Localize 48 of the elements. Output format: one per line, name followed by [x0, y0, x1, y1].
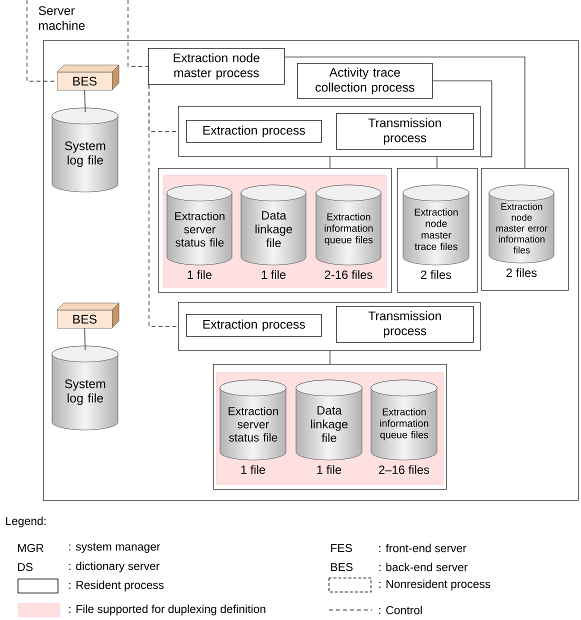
- server-block: BES: [56, 302, 120, 328]
- legend-text: : Nonresident process: [379, 580, 490, 590]
- file-cylinder: Extraction information queue files: [370, 380, 438, 460]
- control-line: [148, 84, 178, 327]
- process-box: Transmission process: [336, 113, 474, 150]
- file-cylinder: Extraction server status file: [220, 380, 286, 460]
- file-cylinder: Extraction information queue files: [316, 184, 382, 266]
- file-count: 2-16 files: [324, 270, 372, 279]
- abbreviation: MGR: [18, 544, 44, 552]
- abbreviation: FES: [331, 544, 352, 552]
- legend-text: : dictionary server: [69, 562, 160, 572]
- legend-heading: Legend:: [6, 516, 46, 528]
- legend-text: : File supported for duplexing definition: [69, 604, 266, 616]
- control-line: [26, 0, 58, 82]
- legend-text: : Control: [379, 606, 422, 614]
- legend-text: : back-end server: [379, 562, 468, 572]
- file-cylinder: System log file: [52, 346, 118, 430]
- file-cylinder: Extraction server status file: [166, 184, 232, 266]
- abbreviation: DS: [18, 562, 33, 572]
- process-box: Extraction process: [186, 314, 322, 337]
- abbreviation: BES: [331, 562, 353, 572]
- file-cylinder: Extraction node master error information files: [488, 184, 554, 264]
- frame-heading: Server machine: [38, 6, 85, 30]
- process-box: Extraction node master process: [148, 48, 285, 85]
- connector-line: [284, 56, 526, 168]
- file-count: 2 files: [506, 268, 537, 277]
- connector-line: [436, 156, 438, 168]
- process-box: Extraction process: [186, 120, 322, 143]
- file-count: 1 file: [241, 465, 266, 474]
- legend-text: : system manager: [69, 543, 160, 553]
- connector-line: [84, 90, 86, 112]
- file-count: 2 files: [420, 270, 452, 279]
- file-count: 2–16 files: [379, 465, 430, 474]
- process-box: Transmission process: [336, 306, 474, 343]
- connector-line: [84, 328, 86, 350]
- file-cylinder: System log file: [52, 108, 118, 192]
- file-count: 1 file: [188, 270, 212, 279]
- server-block: BES: [56, 64, 120, 90]
- control-line: [128, 0, 148, 67]
- file-count: 1 file: [262, 270, 286, 279]
- process-box: Activity trace collection process: [297, 63, 433, 99]
- legend-text: : front-end server: [379, 544, 466, 552]
- legend-text: : Resident process: [69, 580, 164, 592]
- file-cylinder: Data linkage file: [240, 184, 306, 266]
- connector-line: [432, 80, 492, 158]
- file-count: 1 file: [317, 465, 342, 474]
- file-cylinder: Extraction node master trace files: [402, 184, 470, 266]
- file-cylinder: Data linkage file: [296, 380, 362, 460]
